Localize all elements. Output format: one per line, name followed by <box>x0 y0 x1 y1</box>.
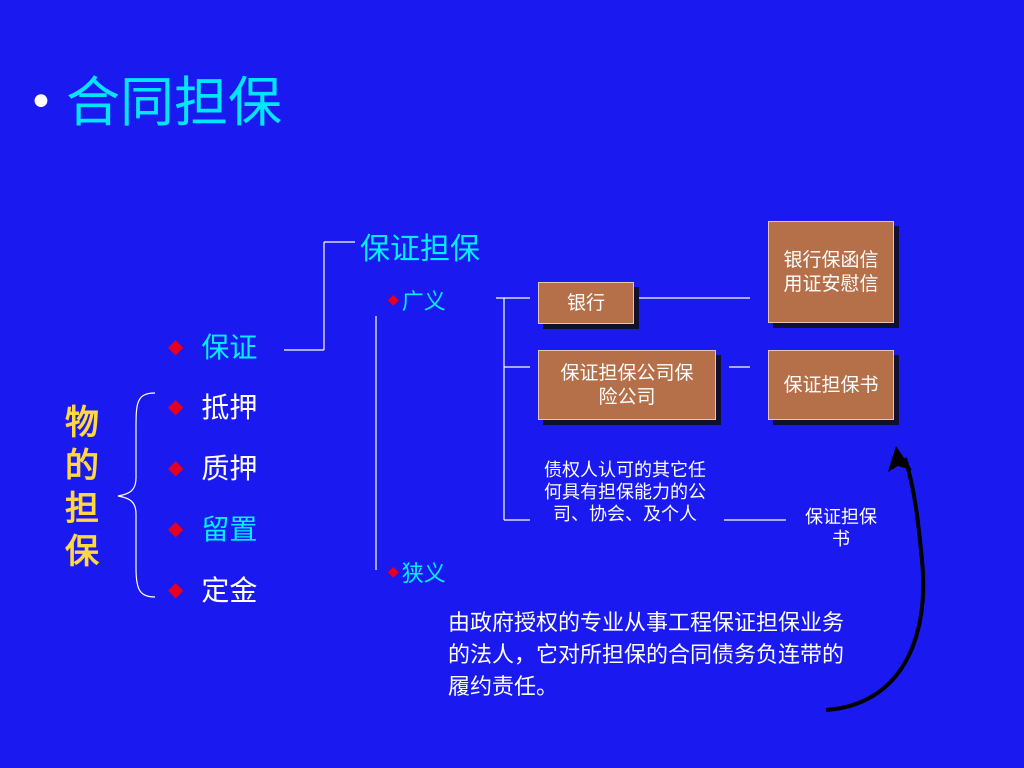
vertical-char: 的 <box>65 446 99 486</box>
other-parties-text: 债权人认可的其它任何具有担保能力的公司、协会、及个人 <box>544 460 706 525</box>
diamond-icon: ◆ <box>168 394 184 418</box>
bank-box: 银行 <box>538 282 634 324</box>
company-box: 保证担保公司保险公司 <box>538 350 716 420</box>
list-item-label: 保证 <box>201 331 258 364</box>
vertical-char: 保 <box>65 532 99 572</box>
list-item-label: 抵押 <box>201 391 258 424</box>
list-item-label: 留置 <box>201 513 258 546</box>
vertical-char: 担 <box>65 489 99 529</box>
other-letter-text: 保证担保书 <box>805 507 877 550</box>
list-item-label: 质押 <box>201 452 258 485</box>
guarantee-header: 保证担保 <box>360 232 480 267</box>
vertical-label: 物 的 担 保 <box>60 402 104 574</box>
broad-label-row: ◆ 广义 <box>388 284 446 316</box>
list-item-label: 定金 <box>201 574 258 607</box>
diamond-icon: ◆ <box>168 455 184 479</box>
vertical-char: 物 <box>65 403 99 443</box>
narrow-label: 狭义 <box>401 562 446 587</box>
company-letter-box: 保证担保书 <box>768 350 894 420</box>
list-item-lien: ◆ 留置 <box>168 508 257 548</box>
title-bullet: • <box>28 77 54 128</box>
list-item-mortgage: ◆ 抵押 <box>168 386 257 426</box>
narrow-label-row: ◆ 狭义 <box>388 556 446 588</box>
diamond-icon: ◆ <box>388 564 399 580</box>
diamond-icon: ◆ <box>168 334 184 358</box>
list-item-pledge: ◆ 质押 <box>168 447 257 487</box>
broad-label: 广义 <box>401 290 446 315</box>
bank-letter-box: 银行保函信用证安慰信 <box>768 221 894 323</box>
title-row: • 合同担保 <box>28 76 282 130</box>
curved-arrow <box>825 457 926 712</box>
curly-brace <box>117 392 156 598</box>
description-text: 由政府授权的专业从事工程保证担保业务的法人，它对所担保的合同债务负连带的履约责任… <box>448 611 845 700</box>
curved-arrow-head <box>888 446 912 472</box>
diamond-icon: ◆ <box>168 577 184 601</box>
list-item-guarantee: ◆ 保证 <box>168 326 257 366</box>
diamond-icon: ◆ <box>168 516 184 540</box>
diamond-icon: ◆ <box>388 292 399 308</box>
page-title: 合同担保 <box>65 71 282 134</box>
list-item-deposit: ◆ 定金 <box>168 569 257 609</box>
